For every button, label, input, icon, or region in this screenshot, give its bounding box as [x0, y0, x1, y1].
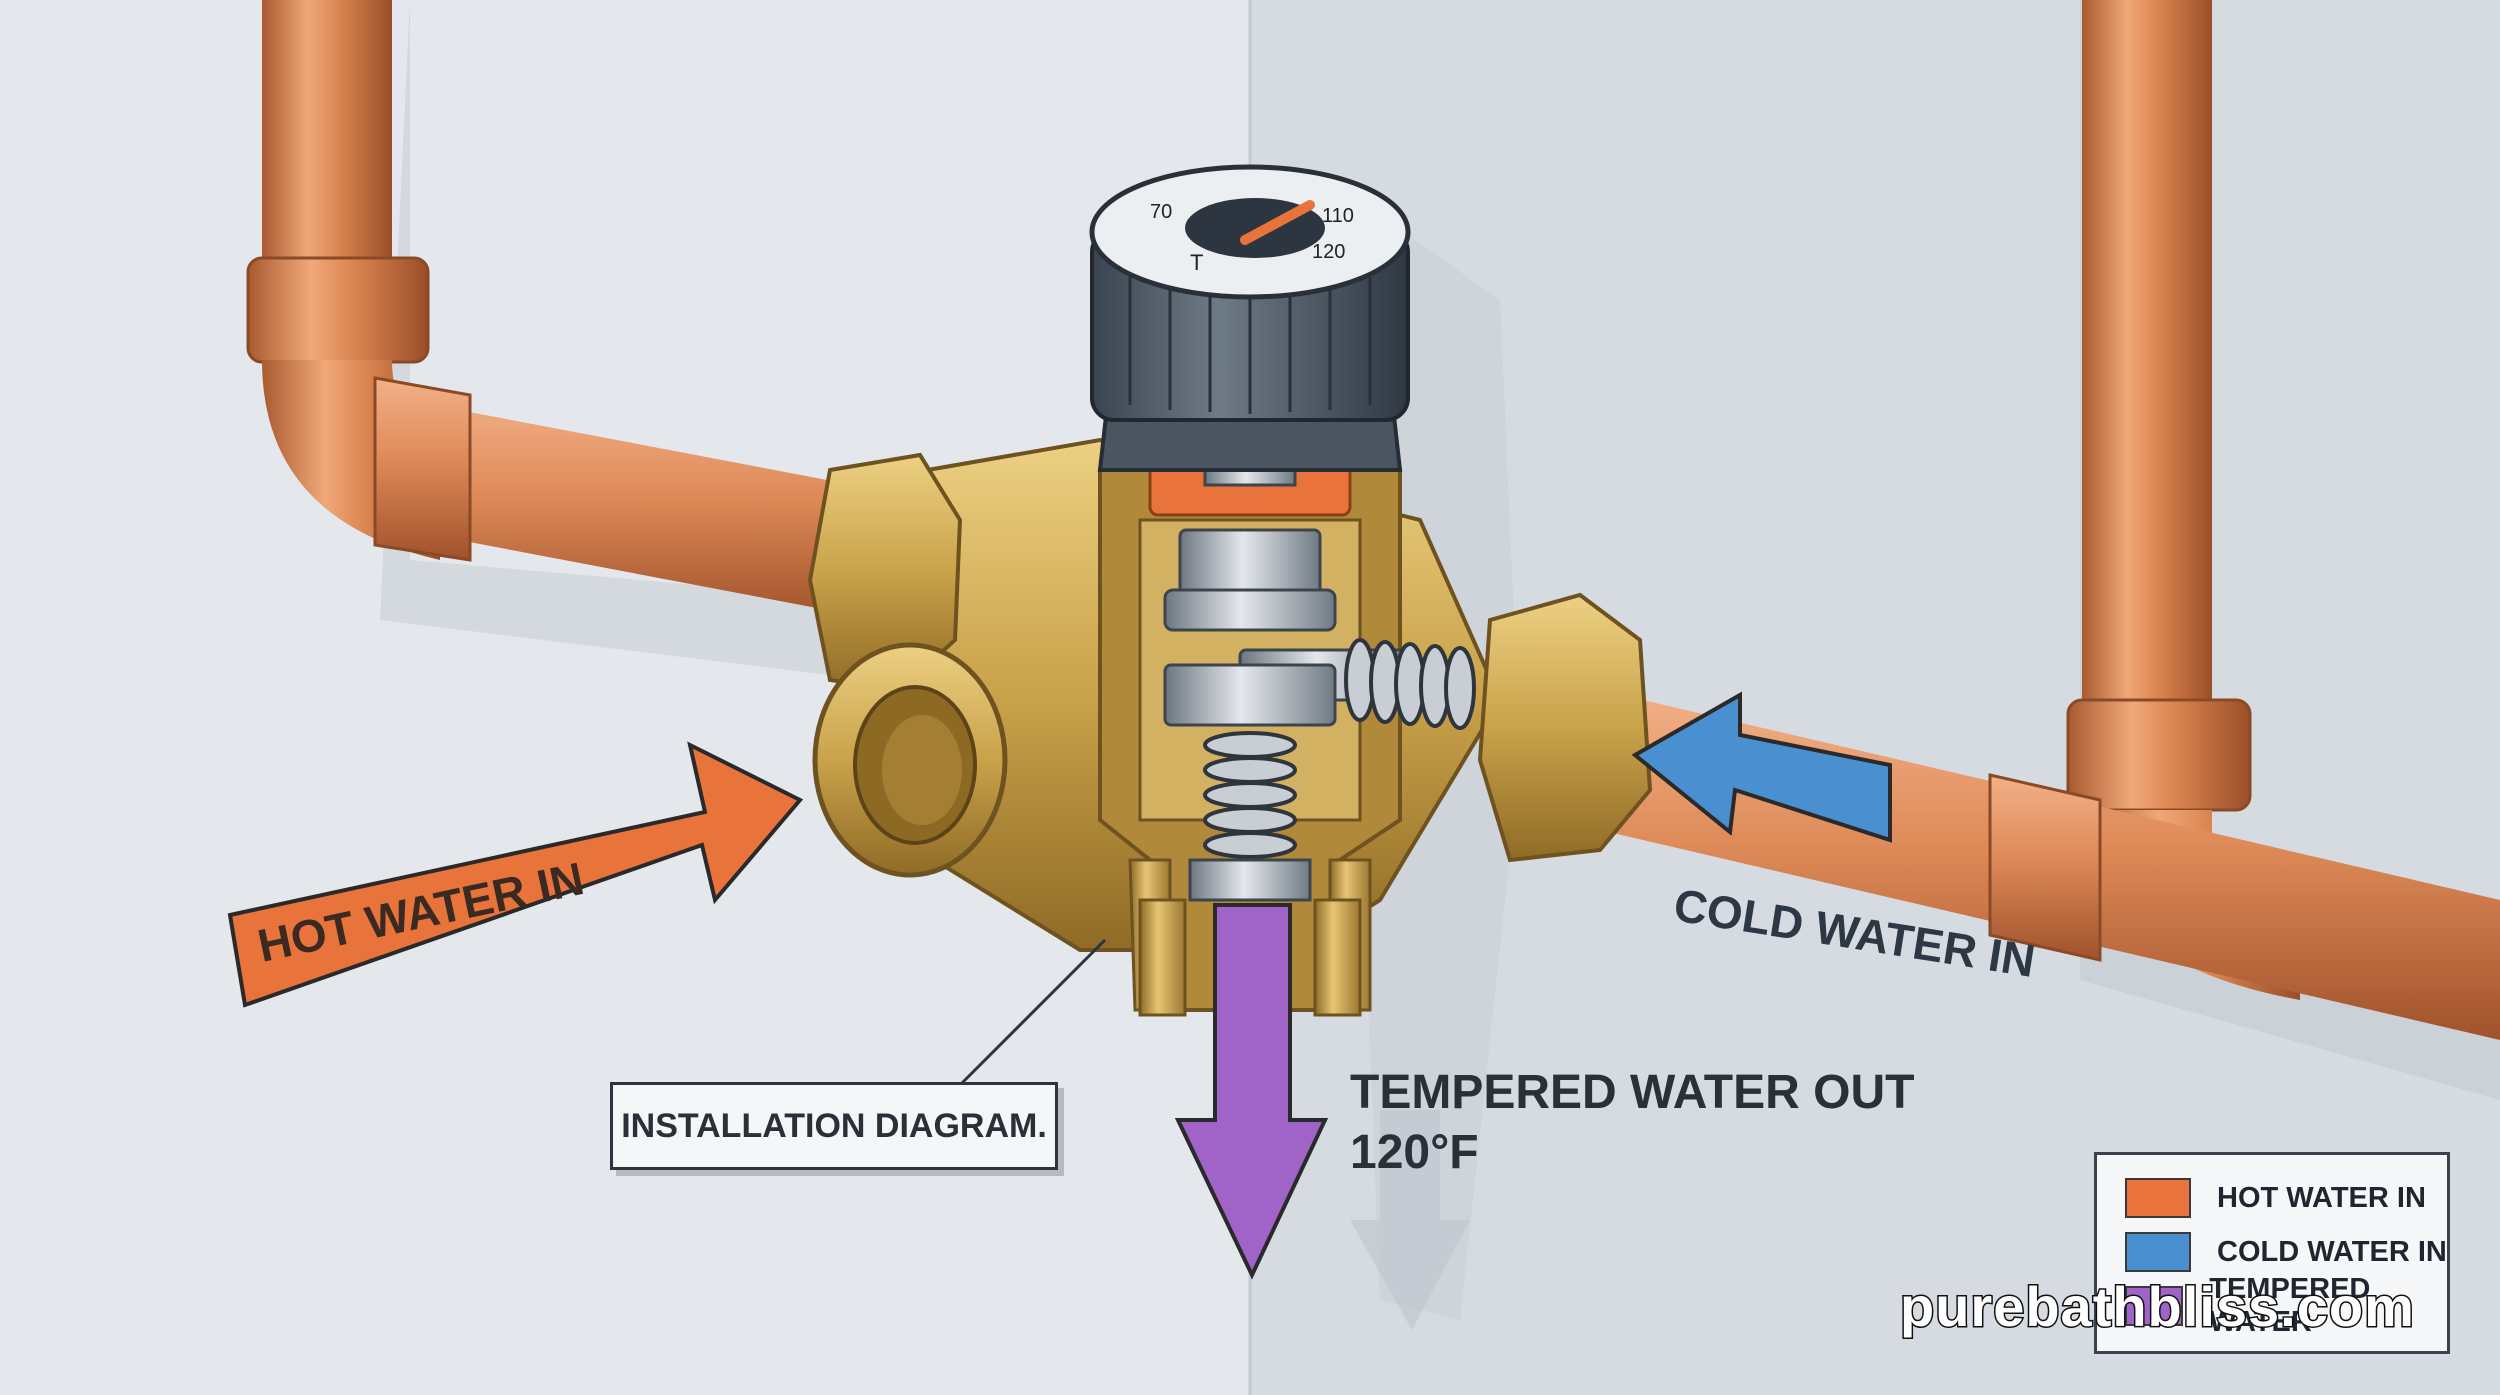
legend: HOT WATER IN COLD WATER IN TEMPERED WATE…: [2094, 1152, 2450, 1354]
lower-guide: [1188, 858, 1312, 902]
gauge-tick-120: 120: [1312, 241, 1345, 263]
piston-lower: [1163, 663, 1337, 727]
right-pipe-collar: [1988, 773, 2102, 962]
watermark: purebathbliss.com: [1899, 1274, 2416, 1340]
left-horizontal-pipe: [380, 395, 880, 620]
gauge-tick-110: 110: [1322, 205, 1354, 227]
gauge-tick-70: 70: [1150, 201, 1172, 223]
outlet-thread-left: [1138, 898, 1187, 1017]
gauge-mark: T: [1190, 250, 1203, 275]
horizontal-spring: [1344, 638, 1476, 730]
legend-item-cold: COLD WATER IN: [2125, 1231, 2447, 1273]
installation-callout: INSTALLATION DIAGRAM.: [610, 1082, 1058, 1170]
left-vertical-pipe: [262, 0, 392, 300]
callout-leader: [958, 938, 1107, 1087]
left-pipe-coupling: [246, 256, 430, 364]
gauge-tick-90: 90: [1232, 181, 1254, 203]
callout-text: INSTALLATION DIAGRAM.: [621, 1106, 1047, 1145]
legend-item-tempered: TEMPERED WATER: [2125, 1273, 2447, 1338]
legend-swatch-tempered: [2125, 1286, 2184, 1326]
gauge-needle: [1240, 200, 1315, 245]
legend-label-hot: HOT WATER IN: [2217, 1181, 2426, 1214]
cold-water-arrow: [1631, 691, 1892, 843]
tempered-water-arrow: [1174, 903, 1329, 1280]
right-union-nut: [1477, 592, 1653, 863]
legend-swatch-cold: [2125, 1232, 2191, 1272]
vertical-spring: [1203, 731, 1297, 859]
tempered-temp-label: 120°F: [1350, 1126, 1479, 1179]
front-inlet-inner: [882, 715, 962, 825]
legend-swatch-hot: [2125, 1178, 2191, 1218]
piston-disc: [1163, 588, 1337, 632]
tempered-arrow-shadow: [1350, 1110, 1470, 1330]
left-pipe-collar: [373, 376, 472, 562]
legend-label-tempered: TEMPERED WATER: [2209, 1273, 2371, 1338]
outlet-thread-right: [1313, 898, 1362, 1017]
legend-item-hot: HOT WATER IN: [2125, 1177, 2426, 1219]
right-vertical-pipe: [2082, 0, 2212, 740]
legend-label-cold: COLD WATER IN: [2217, 1235, 2447, 1268]
hot-water-arrow: [227, 741, 804, 1008]
right-pipe-coupling: [2066, 698, 2252, 812]
tempered-out-label: TEMPERED WATER OUT: [1350, 1066, 1914, 1119]
